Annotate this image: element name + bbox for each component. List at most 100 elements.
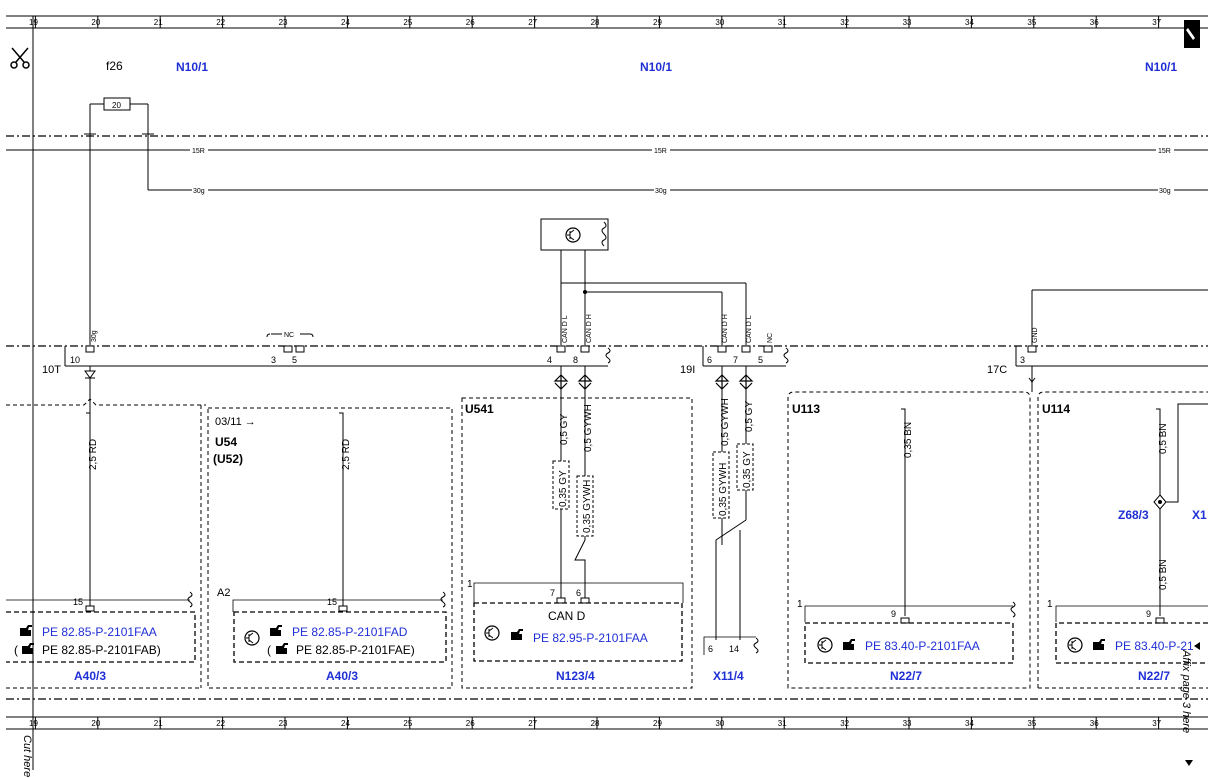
u114-box — [1037, 391, 1208, 689]
u113-ref[interactable]: PE 83.40-P-2101FAA — [865, 639, 980, 653]
a40-left-label[interactable]: A40/3 — [74, 669, 106, 683]
u541-pin7: 7 — [550, 588, 555, 598]
ruler-bottom-label-28: 28 — [591, 719, 600, 728]
nc-label-2: NC — [767, 333, 774, 343]
ruler-top-label-28: 28 — [591, 18, 600, 27]
u54-label[interactable]: A40/3 — [326, 669, 358, 683]
can-dl-label-1: CAN D L — [562, 315, 569, 343]
u113-label[interactable]: N22/7 — [890, 669, 922, 683]
cut-here-label: Cut here — [21, 735, 33, 777]
bus-30g-label-a: 30g — [193, 188, 205, 195]
u114-label[interactable]: N22/7 — [1138, 669, 1170, 683]
u54-ref2-open: ( — [267, 643, 271, 657]
bus-15r-label-b: 15R — [654, 148, 667, 155]
ruler-top-label-31: 31 — [778, 18, 787, 27]
a40-left-ref1[interactable]: PE 82.85-P-2101FAA — [42, 625, 157, 639]
ruler-top-label-33: 33 — [903, 18, 912, 27]
ruler-top-label-25: 25 — [403, 18, 412, 27]
u541-label[interactable]: N123/4 — [556, 669, 595, 683]
u541-one: 1 — [467, 579, 473, 590]
ruler-bottom-label-31: 31 — [778, 719, 787, 728]
ruler-bottom-label-34: 34 — [965, 719, 974, 728]
u54-box — [207, 407, 453, 689]
u114-one: 1 — [1047, 599, 1053, 610]
pen-icon — [1184, 20, 1200, 48]
wire-label-w6: 0,35 GYWH — [582, 480, 593, 533]
fuse-name: f26 — [106, 59, 123, 73]
u113-one: 1 — [797, 599, 803, 610]
u113-code: U113 — [792, 402, 820, 416]
connector-10t-pin-label: 30g — [91, 330, 98, 342]
ruler-bottom-label-19: 19 — [29, 719, 38, 728]
ruler-top-label-29: 29 — [653, 18, 662, 27]
u541-pin6: 6 — [576, 588, 581, 598]
wire-label-w8: 0,5 GY — [744, 401, 755, 432]
u541-ref[interactable]: PE 82.95-P-2101FAA — [533, 631, 648, 645]
bus-30g-label-b: 30g — [655, 188, 667, 195]
connector-19i-pin6: 6 — [707, 355, 712, 365]
u541-code: U541 — [465, 402, 494, 416]
u541-can: CAN D — [548, 609, 586, 623]
ruler-top-label-37: 37 — [1152, 18, 1161, 27]
ruler-bottom-label-36: 36 — [1090, 719, 1099, 728]
connector-10t-pin: 10 — [70, 355, 80, 365]
ruler-top-label-34: 34 — [965, 18, 974, 27]
connector-17c-pin-label: GND — [1032, 327, 1039, 343]
n10-1-label-mid[interactable]: N10/1 — [640, 60, 672, 74]
u114-ref[interactable]: PE 83.40-P-21 — [1115, 639, 1194, 653]
bus-30g-label-c: 30g — [1159, 188, 1171, 195]
ruler-bottom-label-30: 30 — [715, 719, 724, 728]
wire-label-w13: 0,5 BN — [1158, 559, 1169, 590]
u54-a2: A2 — [217, 587, 230, 599]
u54-code2: (U52) — [213, 452, 243, 466]
ruler-bottom-label-24: 24 — [341, 719, 350, 728]
a40-left-ref2-open: ( — [14, 643, 18, 657]
u114-code: U114 — [1042, 402, 1070, 416]
ruler-top-label-20: 20 — [91, 18, 100, 27]
ruler-bottom-label-25: 25 — [403, 719, 412, 728]
ruler-bottom-label-20: 20 — [91, 719, 100, 728]
wire-label-w7: 0,5 GYWH — [720, 398, 731, 446]
ruler-bottom-label-26: 26 — [466, 719, 475, 728]
ruler-top-label-24: 24 — [341, 18, 350, 27]
wire-label-w3: 0,5 GY — [559, 414, 570, 445]
u54-pin: 15 — [327, 597, 337, 607]
ruler-bottom-label-29: 29 — [653, 719, 662, 728]
fuse-symbol — [84, 97, 154, 135]
u114-z68[interactable]: Z68/3 — [1118, 508, 1149, 522]
n10-1-label-right[interactable]: N10/1 — [1145, 60, 1177, 74]
u113-pin: 9 — [891, 609, 896, 619]
u54-ref2[interactable]: PE 82.85-P-2101FAE) — [296, 643, 415, 657]
u114-x1[interactable]: X1 — [1192, 508, 1207, 522]
arrow-down-icon — [1185, 760, 1193, 766]
ruler-top-label-21: 21 — [154, 18, 163, 27]
u54-variant: 03/11 → — [215, 416, 256, 428]
a40-left-ref2[interactable]: PE 82.85-P-2101FAB) — [42, 643, 161, 657]
x11-4-label[interactable]: X11/4 — [713, 669, 744, 683]
ruler-top-label-23: 23 — [279, 18, 288, 27]
x11-4-pin6: 6 — [708, 644, 713, 654]
nc-top-label: NC — [284, 332, 294, 339]
u54-ref1[interactable]: PE 82.85-P-2101FAD — [292, 625, 408, 639]
ruler-top-label-30: 30 — [715, 18, 724, 27]
u54-code: U54 — [215, 435, 237, 449]
affix-page-label: Affix page 3 here — [1180, 649, 1192, 733]
u541-box — [461, 397, 693, 689]
wire-label-w4: 0,5 GYWH — [583, 404, 594, 452]
a40-left-pin: 15 — [73, 597, 83, 607]
bus-15r-label-c: 15R — [1158, 148, 1171, 155]
wire-label-w2: 2,5 RD — [341, 439, 352, 470]
ruler-top-label-35: 35 — [1027, 18, 1036, 27]
fuse-value: 20 — [112, 101, 121, 110]
connector-17c-name: 17C — [987, 364, 1007, 376]
arrow-left-icon — [1194, 642, 1200, 650]
ruler-top-label-36: 36 — [1090, 18, 1099, 27]
connector-19i-pin7: 7 — [733, 355, 738, 365]
ruler-bottom-label-32: 32 — [840, 719, 849, 728]
can-control-unit-box — [540, 218, 609, 251]
connector-pin-5: 5 — [292, 355, 297, 365]
connector-pin-4: 4 — [547, 355, 552, 365]
wire-label-w5: 0,35 GY — [558, 470, 569, 507]
n10-1-label-left[interactable]: N10/1 — [176, 60, 208, 74]
